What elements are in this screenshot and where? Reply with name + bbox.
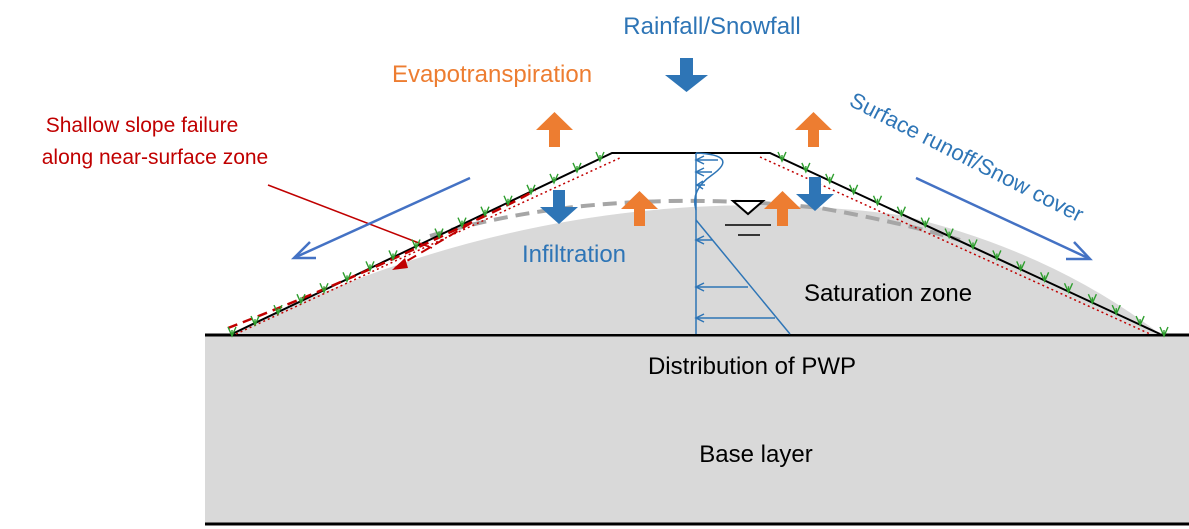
precipitation-label: Rainfall/Snowfall	[623, 13, 800, 40]
left-slope-flow-arrow	[290, 176, 471, 260]
grass-tuft-icon	[1016, 261, 1026, 273]
grass-tuft-icon	[801, 162, 811, 174]
up-arrow-icon	[795, 112, 832, 147]
evapotranspiration-label: Evapotranspiration	[392, 61, 592, 88]
down-arrow-icon	[665, 58, 708, 92]
grass-tuft-icon	[526, 184, 536, 196]
grass-tuft-icon	[1159, 326, 1169, 338]
grass-tuft-icon	[572, 162, 582, 174]
grass-tuft-icon	[1111, 304, 1121, 316]
grass-tuft-icon	[227, 326, 237, 338]
up-arrow-icon	[536, 112, 573, 147]
grass-tuft-icon	[777, 151, 787, 163]
grass-tuft-icon	[1063, 282, 1074, 294]
grass-tuft-icon	[825, 173, 835, 185]
grass-tuft-icon	[1039, 272, 1050, 284]
near-surface-zone-left	[235, 156, 623, 335]
grass-tuft-icon	[365, 261, 375, 273]
infiltration-label: Infiltration	[522, 241, 626, 268]
base-layer	[205, 334, 1189, 524]
down-arrow-icon	[540, 190, 578, 224]
grass-tuft-icon	[896, 206, 907, 218]
grass-tuft-icon	[595, 151, 605, 163]
grass-tuft-icon	[848, 184, 859, 196]
up-arrow-icon	[764, 191, 801, 226]
up-arrow-icon	[621, 191, 658, 226]
grass-tuft-icon	[920, 217, 930, 229]
grass-tuft-icon	[388, 250, 398, 262]
grass-tuft-icon	[1135, 315, 1145, 327]
failure-label-line2: along near-surface zone	[42, 146, 268, 169]
grass-tuft-icon	[549, 173, 559, 185]
grass-tuft-icon	[968, 239, 978, 251]
grass-tuft-icon	[1087, 293, 1098, 305]
failure-label-line1: Shallow slope failure	[46, 114, 239, 137]
grass-tuft-icon	[480, 206, 490, 218]
water-table-triangle-icon	[725, 200, 771, 236]
near-surface-zone-right	[759, 156, 1151, 335]
grass-tuft-icon	[342, 272, 352, 284]
grass-tuft-icons	[227, 151, 1169, 338]
pwp-distribution	[694, 152, 791, 335]
grass-tuft-icon	[434, 228, 444, 240]
base-layer-label: Base layer	[699, 441, 812, 468]
grass-tuft-icon	[944, 228, 954, 240]
pwp-distribution-label: Distribution of PWP	[648, 353, 856, 380]
failure-callout-line	[267, 184, 433, 249]
phreatic-surface	[429, 198, 961, 242]
grass-tuft-icon	[503, 195, 513, 207]
slip-surface	[227, 188, 536, 330]
grass-tuft-icon	[273, 304, 283, 316]
grass-tuft-icon	[296, 293, 306, 305]
grass-tuft-icon	[411, 239, 421, 251]
grass-tuft-icon	[319, 282, 329, 294]
grass-tuft-icon	[992, 250, 1002, 262]
down-arrow-icon	[796, 177, 834, 211]
grass-tuft-icon	[872, 195, 883, 207]
runoff-flow-arrow	[915, 176, 1093, 261]
saturation-zone-label: Saturation zone	[804, 280, 972, 307]
grass-tuft-icon	[457, 217, 467, 229]
slip-arrow	[394, 214, 486, 269]
slip-arrow-head	[392, 258, 408, 270]
grass-tuft-icon	[250, 315, 260, 327]
